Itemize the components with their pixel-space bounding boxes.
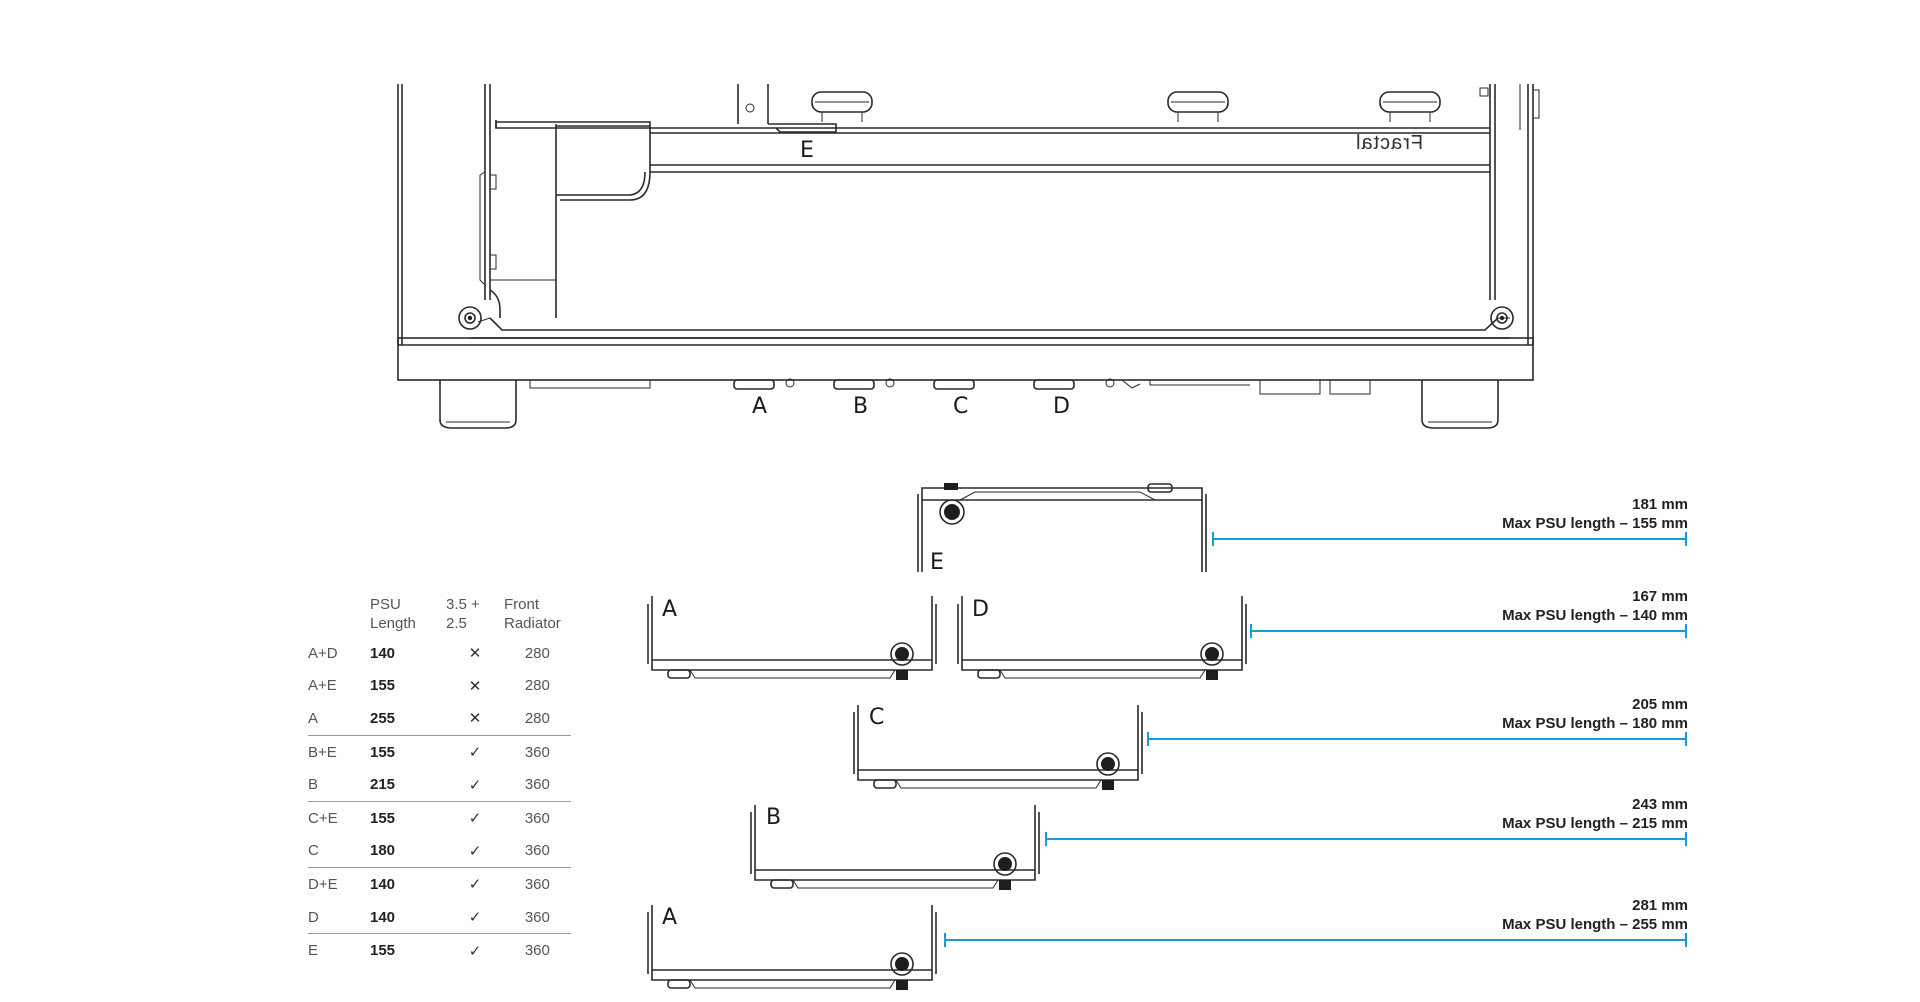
- dim-line-a: [944, 933, 1687, 947]
- dimension-lines: [944, 532, 1687, 947]
- dim-label-b-max: Max PSU length – 215 mm: [1502, 815, 1688, 832]
- header-psu-length: PSU Length: [370, 596, 416, 632]
- psu-length-cell: 255: [370, 709, 396, 727]
- case-label-b: B: [853, 394, 868, 419]
- radiator-cell: 360: [524, 842, 550, 860]
- case-drawing: [397, 84, 1540, 429]
- table-row: B 215 ✓ 360: [308, 768, 571, 801]
- case-position-labels: E A B C D: [752, 138, 1070, 419]
- config-cell: D+E: [308, 867, 370, 901]
- bracket-letter-e: E: [930, 550, 944, 575]
- config-cell: A+E: [308, 677, 337, 695]
- case-label-e: E: [800, 138, 814, 163]
- dim-label-c: 205 mm Max PSU length – 180 mm: [1440, 695, 1688, 733]
- config-cell: C: [308, 842, 319, 860]
- dim-line-c: [1147, 732, 1687, 746]
- case-label-a: A: [752, 394, 767, 419]
- config-cell: D: [308, 908, 319, 926]
- case-label-c: C: [953, 394, 968, 419]
- dim-line-b: [1045, 832, 1687, 846]
- table-row: C+E 155 ✓ 360: [308, 800, 571, 835]
- bracket-e: E: [917, 483, 1207, 575]
- psu-length-cell: 155: [370, 800, 446, 835]
- drive-support-cell: ✓: [446, 867, 504, 901]
- bracket-c: C: [853, 705, 1143, 790]
- radiator-cell: 360: [504, 933, 571, 967]
- dim-line-ad: [1250, 624, 1687, 638]
- psu-length-cell: 180: [370, 842, 396, 860]
- config-cell: B+E: [308, 734, 370, 769]
- dim-label-ad-max: Max PSU length – 140 mm: [1502, 607, 1688, 624]
- drive-support-cell: ✓: [468, 909, 482, 927]
- table-row: C 180 ✓ 360: [308, 835, 571, 868]
- dim-label-b: 243 mm Max PSU length – 215 mm: [1440, 795, 1688, 833]
- dim-label-e-height: 181 mm: [1632, 496, 1688, 513]
- bracket-letter-a-top: A: [662, 597, 677, 622]
- table-row: A+E 155 ✕ 280: [308, 670, 571, 703]
- drive-support-cell: ✕: [468, 710, 482, 728]
- radiator-cell: 360: [504, 800, 571, 835]
- radiator-cell: 360: [504, 734, 571, 769]
- drive-support-cell: ✓: [446, 933, 504, 967]
- dim-label-ad: 167 mm Max PSU length – 140 mm: [1440, 587, 1688, 625]
- dim-label-c-height: 205 mm: [1632, 696, 1688, 713]
- table-row: E 155 ✓ 360: [308, 933, 571, 967]
- config-cell: A+D: [308, 644, 338, 662]
- drive-support-cell: ✓: [468, 776, 482, 794]
- fractal-logo: Fractal: [1355, 132, 1424, 154]
- dim-label-c-max: Max PSU length – 180 mm: [1502, 715, 1688, 732]
- table-row: A+D 140 ✕ 280: [308, 637, 571, 670]
- drive-support-cell: ✓: [446, 734, 504, 769]
- dim-label-a: 281 mm Max PSU length – 255 mm: [1440, 896, 1688, 934]
- drive-support-cell: ✓: [446, 800, 504, 835]
- bracket-letter-c: C: [869, 705, 884, 730]
- table-header-row: PSU Length 3.5 + 2.5 Front Radiator: [308, 595, 571, 637]
- config-cell: B: [308, 776, 319, 794]
- config-cell: A: [308, 709, 319, 727]
- radiator-cell: 360: [524, 776, 550, 794]
- psu-length-cell: 140: [370, 644, 396, 662]
- dim-line-e: [1212, 532, 1687, 546]
- header-front-radiator: Front Radiator: [504, 596, 561, 632]
- psu-length-cell: 140: [370, 867, 446, 901]
- psu-length-cell: 155: [370, 734, 446, 769]
- bracket-letter-a-bottom: A: [662, 905, 677, 930]
- radiator-cell: 360: [504, 867, 571, 901]
- drive-support-cell: ✕: [468, 677, 482, 695]
- table-row: A 255 ✕ 280: [308, 702, 571, 735]
- bracket-b: B: [750, 805, 1040, 890]
- dim-label-b-height: 243 mm: [1632, 796, 1688, 813]
- drive-support-cell: ✓: [468, 842, 482, 860]
- case-label-d: D: [1053, 394, 1070, 419]
- psu-length-cell: 155: [370, 677, 396, 695]
- bracket-d: D: [957, 596, 1247, 680]
- psu-length-cell: 215: [370, 776, 396, 794]
- bracket-a-bottom: A: [647, 905, 937, 990]
- psu-length-cell: 155: [370, 933, 446, 967]
- dim-label-a-height: 281 mm: [1632, 897, 1688, 914]
- table-row: D+E 140 ✓ 360: [308, 867, 571, 901]
- bracket-a-top: A: [647, 596, 937, 680]
- dim-label-ad-height: 167 mm: [1632, 588, 1688, 605]
- table-row: D 140 ✓ 360: [308, 901, 571, 934]
- bracket-letter-b: B: [766, 805, 781, 830]
- radiator-cell: 360: [524, 908, 550, 926]
- radiator-cell: 280: [524, 709, 550, 727]
- table-row: B+E 155 ✓ 360: [308, 734, 571, 769]
- header-config: [308, 595, 370, 637]
- radiator-cell: 280: [524, 677, 550, 695]
- bracket-letter-d: D: [972, 597, 989, 622]
- dim-label-a-max: Max PSU length – 255 mm: [1502, 916, 1688, 933]
- radiator-cell: 280: [524, 644, 550, 662]
- config-cell: E: [308, 933, 370, 967]
- dim-label-e: 181 mm Max PSU length – 155 mm: [1440, 495, 1688, 533]
- dim-label-e-max: Max PSU length – 155 mm: [1502, 515, 1688, 532]
- drive-support-cell: ✕: [468, 645, 482, 663]
- config-cell: C+E: [308, 800, 370, 835]
- psu-length-cell: 140: [370, 908, 396, 926]
- compatibility-table: PSU Length 3.5 + 2.5 Front Radiator A+D …: [308, 595, 571, 967]
- header-drives: 3.5 + 2.5: [446, 596, 480, 632]
